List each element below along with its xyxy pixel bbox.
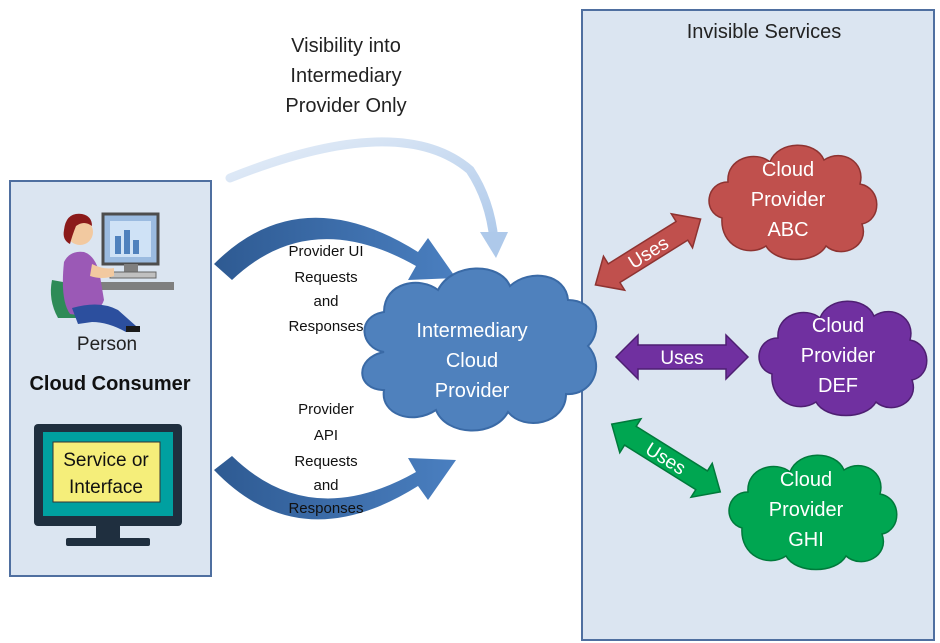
service-label-line1: Service or bbox=[63, 450, 149, 471]
visibility-arrow bbox=[225, 137, 508, 258]
provider-def-line2: Provider bbox=[801, 345, 876, 367]
api-flow-label: Provider API Requests and Responses bbox=[288, 401, 363, 517]
visibility-note-line1: Visibility into bbox=[291, 35, 401, 57]
uses-arrow-def: Uses bbox=[614, 333, 750, 381]
provider-ghi-line1: Cloud bbox=[780, 469, 832, 491]
provider-def-line1: Cloud bbox=[812, 315, 864, 337]
api-flow-label-line2: API bbox=[314, 427, 338, 444]
visibility-note-line2: Intermediary bbox=[290, 65, 401, 87]
cloud-provider-def: Cloud Provider DEF bbox=[758, 300, 928, 417]
intermediary-label-line2: Cloud bbox=[446, 350, 498, 372]
uses-label-def: Uses bbox=[660, 348, 703, 369]
provider-abc-line2: Provider bbox=[751, 189, 826, 211]
intermediary-label-line1: Intermediary bbox=[416, 320, 527, 342]
visibility-note: Visibility into Intermediary Provider On… bbox=[285, 35, 406, 117]
cloud-consumer-title: Cloud Consumer bbox=[29, 373, 190, 395]
visibility-note-line3: Provider Only bbox=[285, 95, 406, 117]
person-at-computer-icon bbox=[50, 212, 174, 332]
provider-abc-line1: Cloud bbox=[762, 159, 814, 181]
ui-flow-label: Provider UI Requests and Responses bbox=[288, 243, 363, 335]
intermediary-label-line3: Provider bbox=[435, 380, 510, 402]
api-flow-arrow bbox=[214, 456, 456, 520]
ui-flow-label-line3: and bbox=[313, 293, 338, 310]
ui-flow-label-line4: Responses bbox=[288, 318, 363, 335]
provider-def-line3: DEF bbox=[818, 375, 858, 397]
api-flow-label-line5: Responses bbox=[288, 500, 363, 517]
api-flow-label-line3: Requests bbox=[294, 453, 357, 470]
api-flow-label-line1: Provider bbox=[298, 401, 354, 418]
cloud-provider-abc: Cloud Provider ABC bbox=[708, 144, 878, 261]
ui-flow-label-line2: Requests bbox=[294, 269, 357, 286]
intermediary-cloud-shape bbox=[361, 267, 598, 432]
api-flow-label-line4: and bbox=[313, 477, 338, 494]
ui-flow-label-line1: Provider UI bbox=[288, 243, 363, 260]
invisible-services-title: Invisible Services bbox=[687, 21, 842, 43]
provider-abc-line3: ABC bbox=[767, 219, 808, 241]
person-label: Person bbox=[77, 334, 137, 355]
provider-ghi-line3: GHI bbox=[788, 529, 824, 551]
cloud-provider-ghi: Cloud Provider GHI bbox=[728, 454, 898, 571]
service-interface-box bbox=[52, 441, 161, 503]
ui-flow-arrow bbox=[214, 217, 456, 280]
provider-ghi-line2: Provider bbox=[769, 499, 844, 521]
service-label-line2: Interface bbox=[69, 477, 143, 498]
